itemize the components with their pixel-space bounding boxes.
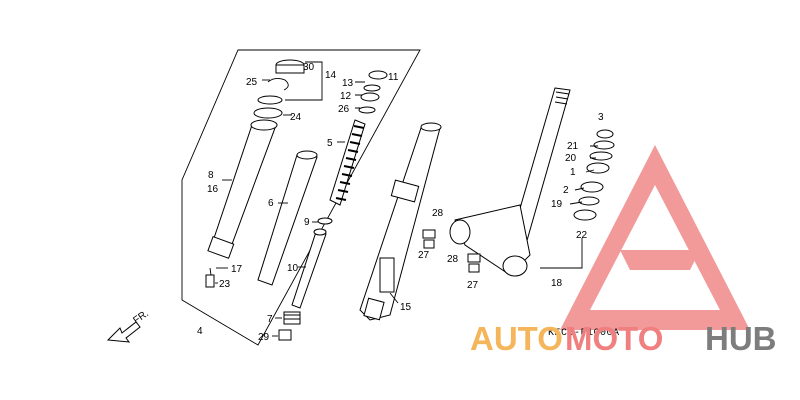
leader-15 [389,292,399,304]
label-14: 14 [325,70,337,81]
fork-slider-8 [207,119,278,259]
label-25: 25 [246,77,258,88]
label-12: 12 [340,91,352,102]
leaders-cap [355,81,365,109]
label-20: 20 [565,153,577,164]
label-2: 2 [563,185,569,196]
label-4: 4 [197,326,203,337]
fork-spring-5 [329,119,366,206]
circlip-25 [267,77,289,91]
adjust-nut-3 [596,129,614,139]
label-7: 7 [267,314,273,325]
fork-group-outline [181,49,421,346]
label-15: 15 [400,302,412,313]
lock-washer-21 [593,140,615,150]
label-16: 16 [207,184,219,195]
bolt-27-upper [423,239,435,249]
label-10: 10 [287,263,299,274]
watermark-hub: HUB [705,320,777,357]
fork-tube-6 [257,150,318,286]
label-18: 18 [551,278,563,289]
ball-race-2 [580,181,604,193]
piston-7 [283,311,301,325]
watermark-logo [560,145,750,330]
label-21: 21 [567,141,579,152]
seat-26 [358,106,376,114]
leader-18 [540,238,583,269]
washer-23 [205,274,215,288]
label-1: 1 [570,167,576,178]
front-direction-arrow: FR. [106,308,151,343]
spring-seat-11 [368,70,388,80]
label-8: 8 [208,170,214,181]
collar-12 [360,92,380,102]
label-30: 30 [303,62,315,73]
fork-leg-15 [359,122,442,321]
watermark-text: AUTO MOTO HUB [470,320,777,357]
label-11: 11 [388,72,399,83]
bolt-28-upper [422,229,436,239]
label-3: 3 [598,112,604,123]
o-ring-9 [317,217,333,225]
label-9: 9 [304,217,310,228]
ball-race-1 [586,162,610,174]
bolt-28-lower [467,253,481,263]
leaders-stem [569,145,598,205]
seat-29 [278,329,292,341]
bolt-27-lower [468,263,480,273]
label-23: 23 [219,279,231,290]
label-28-upper: 28 [432,208,444,219]
fork-cap-body [275,64,305,74]
label-24: 24 [290,112,302,123]
label-13: 13 [342,78,354,89]
watermark-auto: AUTO [470,320,563,357]
bracket-14 [285,61,323,101]
dust-seal-22 [573,209,597,221]
label-22: 22 [576,230,588,241]
washer-13 [363,84,381,92]
label-29: 29 [258,332,270,343]
label-28-lower: 28 [447,254,459,265]
label-27-upper: 27 [418,250,430,261]
label-27-lower: 27 [467,280,479,291]
damper-rod-10 [291,228,327,309]
cone-race-19 [578,196,600,206]
cone-race-20 [589,151,613,161]
label-6: 6 [268,198,274,209]
oil-seal-ring [257,95,283,105]
label-26: 26 [338,104,350,115]
steering-stem-18 [449,87,571,277]
watermark-moto: MOTO [565,320,663,357]
diagram-code: KEC3-F1000A [548,328,620,339]
oil-seal-24 [253,107,283,119]
label-5: 5 [327,138,333,149]
label-19: 19 [551,199,563,210]
label-17: 17 [231,264,243,275]
